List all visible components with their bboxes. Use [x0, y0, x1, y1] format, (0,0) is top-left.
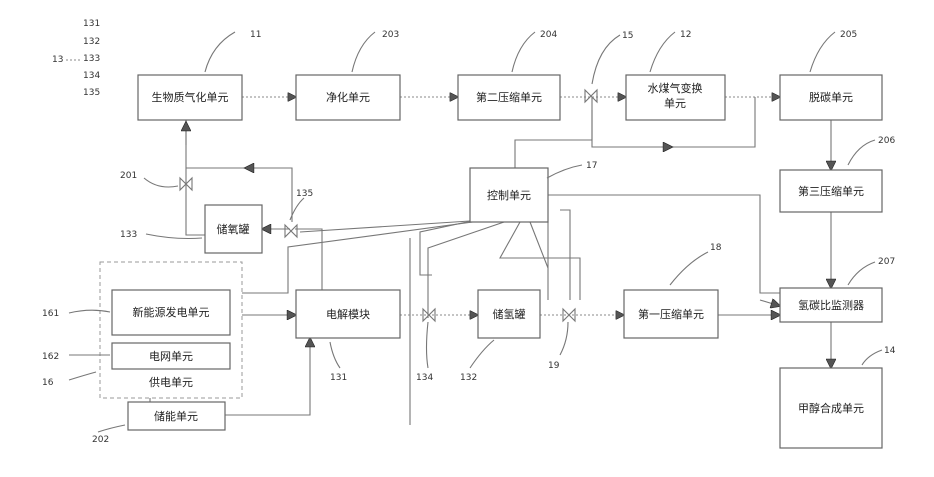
ref-134: 134: [416, 373, 433, 383]
box-biomass-gasification: 生物质气化单元: [138, 75, 242, 120]
box-grid-unit: 电网单元: [112, 343, 230, 369]
ref-201: 201: [120, 171, 137, 181]
ref-131: 131: [330, 373, 347, 383]
svg-text:第二压缩单元: 第二压缩单元: [476, 90, 542, 104]
ref-17: 17: [586, 161, 597, 171]
legend-item-131: 131: [83, 19, 100, 29]
svg-text:水煤气变换: 水煤气变换: [648, 81, 703, 95]
svg-text:电网单元: 电网单元: [149, 350, 193, 363]
ref-18: 18: [710, 243, 722, 253]
ref-202: 202: [92, 435, 109, 445]
ref-203: 203: [382, 30, 399, 40]
ref-15: 15: [622, 31, 633, 41]
svg-text:甲醇合成单元: 甲醇合成单元: [798, 401, 864, 415]
ref-204: 204: [540, 30, 557, 40]
ref-19: 19: [548, 361, 560, 371]
legend: 131 132 133 134 135 13: [52, 19, 100, 98]
ref-132: 132: [460, 373, 477, 383]
box-first-compression: 第一压缩单元: [624, 290, 718, 338]
ref-206: 206: [878, 136, 895, 146]
box-oxygen-tank: 储氧罐: [205, 205, 262, 253]
box-electrolysis-module: 电解模块: [296, 290, 400, 338]
power-supply-unit-label: 供电单元: [149, 375, 193, 389]
valve-15: [585, 90, 597, 102]
connections: [150, 97, 831, 425]
box-purification: 净化单元: [296, 75, 400, 120]
ref-162: 162: [42, 352, 59, 362]
svg-text:储氢罐: 储氢罐: [493, 307, 526, 321]
ref-205: 205: [840, 30, 857, 40]
ref-11: 11: [250, 30, 261, 40]
legend-item-133: 133: [83, 54, 100, 64]
legend-item-132: 132: [83, 37, 100, 47]
box-decarbonization: 脱碳单元: [780, 75, 882, 120]
ref-133: 133: [120, 230, 137, 240]
svg-text:脱碳单元: 脱碳单元: [809, 90, 853, 104]
ref-161: 161: [42, 309, 59, 319]
box-third-compression: 第三压缩单元: [780, 170, 882, 212]
box-hydrogen-tank: 储氢罐: [478, 290, 540, 338]
ref-14: 14: [884, 346, 896, 356]
svg-text:净化单元: 净化单元: [326, 90, 370, 104]
ref-16: 16: [42, 378, 54, 388]
ref-12: 12: [680, 30, 691, 40]
box-methanol-synthesis: 甲醇合成单元: [780, 368, 882, 448]
svg-text:储能单元: 储能单元: [154, 409, 198, 423]
box-hc-ratio-detector: 氢碳比监测器: [780, 288, 882, 322]
box-control-unit: 控制单元: [470, 168, 548, 222]
legend-item-135: 135: [83, 88, 100, 98]
ref-207: 207: [878, 257, 895, 267]
svg-text:生物质气化单元: 生物质气化单元: [152, 90, 229, 104]
svg-text:储氧罐: 储氧罐: [217, 222, 250, 236]
legend-group-label: 13: [52, 55, 63, 65]
svg-text:控制单元: 控制单元: [487, 188, 531, 202]
box-renewable-power: 新能源发电单元: [112, 290, 230, 335]
box-water-gas-shift: 水煤气变换 单元: [626, 75, 725, 120]
svg-text:氢碳比监测器: 氢碳比监测器: [798, 298, 864, 312]
svg-text:单元: 单元: [664, 97, 686, 110]
box-second-compression: 第二压缩单元: [458, 75, 560, 120]
svg-text:电解模块: 电解模块: [326, 307, 370, 321]
legend-item-134: 134: [83, 71, 100, 81]
svg-text:第三压缩单元: 第三压缩单元: [798, 184, 864, 198]
ref-135: 135: [296, 189, 313, 199]
box-energy-storage: 储能单元: [128, 402, 225, 430]
svg-text:第一压缩单元: 第一压缩单元: [638, 307, 704, 321]
valve-135: [285, 225, 297, 237]
svg-text:新能源发电单元: 新能源发电单元: [133, 305, 210, 319]
